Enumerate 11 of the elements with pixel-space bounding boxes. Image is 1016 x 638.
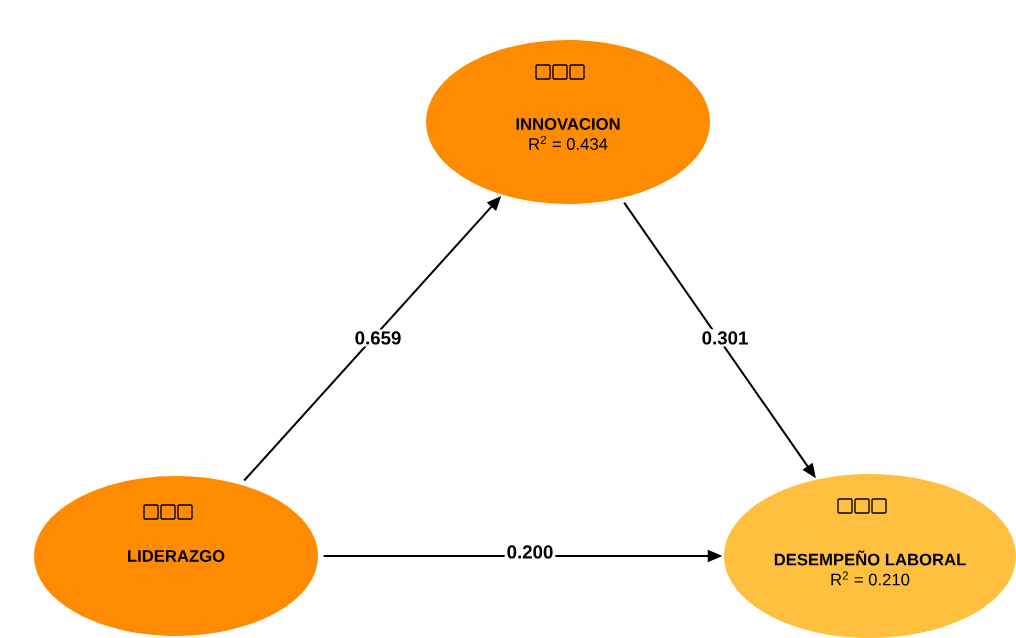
node-label: INNOVACION: [516, 118, 620, 130]
node-label: R$^{2}$ = 0.210: [831, 571, 910, 586]
node-label: DESEMPEÑO LABORAL: [774, 550, 966, 566]
ellipse-node: [724, 474, 1016, 638]
node-label: R$^{2}$ = 0.434: [529, 135, 608, 150]
edge-label: 0.200: [504, 543, 556, 561]
ellipse-node: [426, 40, 710, 204]
node-label: LIDERAZGO: [128, 550, 225, 562]
edge-label: 0.301: [699, 329, 751, 347]
ellipse-node: [34, 476, 318, 636]
edge-label: 0.659: [352, 329, 404, 347]
